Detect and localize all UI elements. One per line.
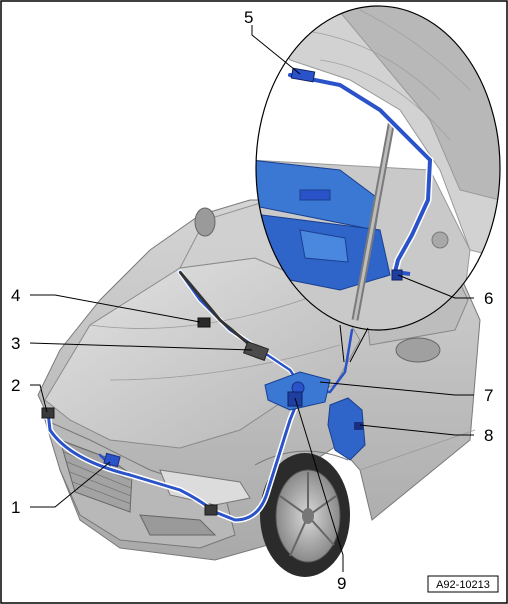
callout-3: 3 <box>11 334 20 353</box>
leader-8 <box>359 424 474 436</box>
headlight <box>159 469 251 506</box>
component-3-wiper-pivot <box>242 340 270 362</box>
components <box>41 271 366 516</box>
detail-hood-ribs <box>299 9 471 141</box>
reference-code-frame <box>427 575 499 593</box>
callout-2: 2 <box>11 376 20 395</box>
callout-labels: 1 2 3 4 5 6 7 8 9 <box>11 8 493 593</box>
left-mirror <box>194 207 216 237</box>
component-8-cap <box>354 422 363 430</box>
wheel-arch <box>254 450 349 466</box>
leader-2 <box>30 384 48 413</box>
detail-component-6-connector <box>391 269 403 281</box>
leader-1 <box>30 461 111 508</box>
fog-light <box>139 514 217 536</box>
detail-reservoir-panel <box>299 229 349 263</box>
detail-content <box>256 6 500 330</box>
detail-hood-panel <box>328 6 500 201</box>
callout-4: 4 <box>11 286 20 305</box>
leader-9 <box>294 397 344 572</box>
callout-9: 9 <box>337 574 346 593</box>
detail-hood-strut-shine <box>353 119 394 321</box>
reference-code-box: A92-10213 <box>427 575 499 593</box>
detail-leader-right <box>349 327 369 363</box>
leader-5 <box>251 25 301 75</box>
callout-1: 1 <box>11 498 20 517</box>
callout-5: 5 <box>244 8 253 27</box>
detail-border <box>255 5 501 331</box>
leader-6 <box>397 274 474 299</box>
wheel-hub <box>302 508 314 524</box>
component-8-reservoir <box>327 397 366 461</box>
detail-leader-left <box>339 324 345 363</box>
detail-view <box>255 5 501 363</box>
leader-4 <box>30 294 201 323</box>
leader-3 <box>29 342 253 351</box>
detail-cowl-bracket <box>299 189 331 201</box>
lower-nozzle <box>204 504 218 516</box>
detail-hinge <box>431 231 449 249</box>
component-4-jet <box>197 317 211 328</box>
front-hose <box>46 393 302 522</box>
leader-7 <box>319 381 474 396</box>
callout-8: 8 <box>484 426 493 445</box>
detail-hose <box>288 73 433 274</box>
callout-6: 6 <box>484 289 493 308</box>
callout-7: 7 <box>484 386 493 405</box>
right-mirror <box>395 337 441 363</box>
component-2-nozzle <box>41 407 55 419</box>
leader-lines <box>29 25 474 572</box>
reference-code: A92-10213 <box>436 579 490 591</box>
